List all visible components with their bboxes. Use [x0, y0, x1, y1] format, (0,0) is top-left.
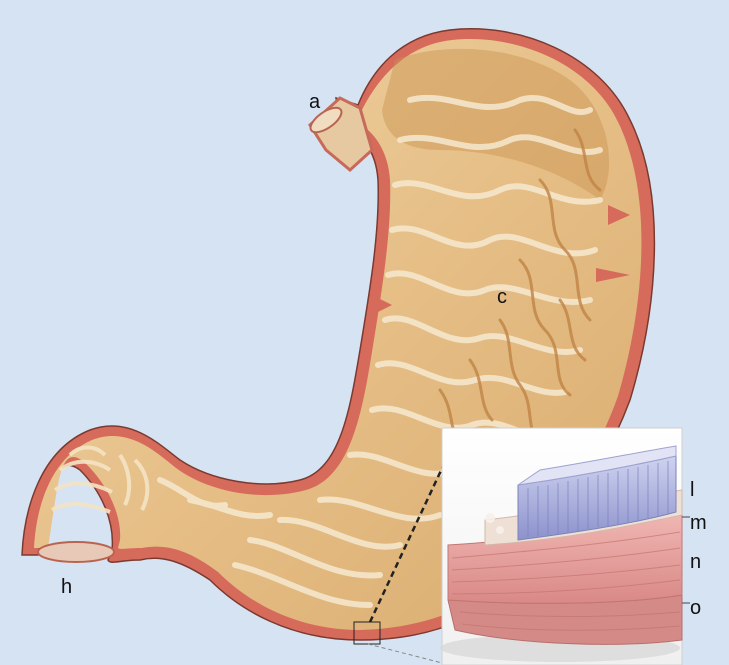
tissue-layers-inset [440, 428, 690, 665]
label-h: h [61, 577, 72, 597]
label-n: n [690, 552, 701, 572]
label-m: m [690, 513, 707, 533]
label-o: o [690, 598, 701, 618]
label-c: c [497, 287, 507, 307]
zoom-guide-line-bottom [368, 644, 450, 665]
duodenum-opening [38, 542, 114, 562]
label-a: a [309, 92, 320, 112]
label-l: l [690, 480, 694, 500]
